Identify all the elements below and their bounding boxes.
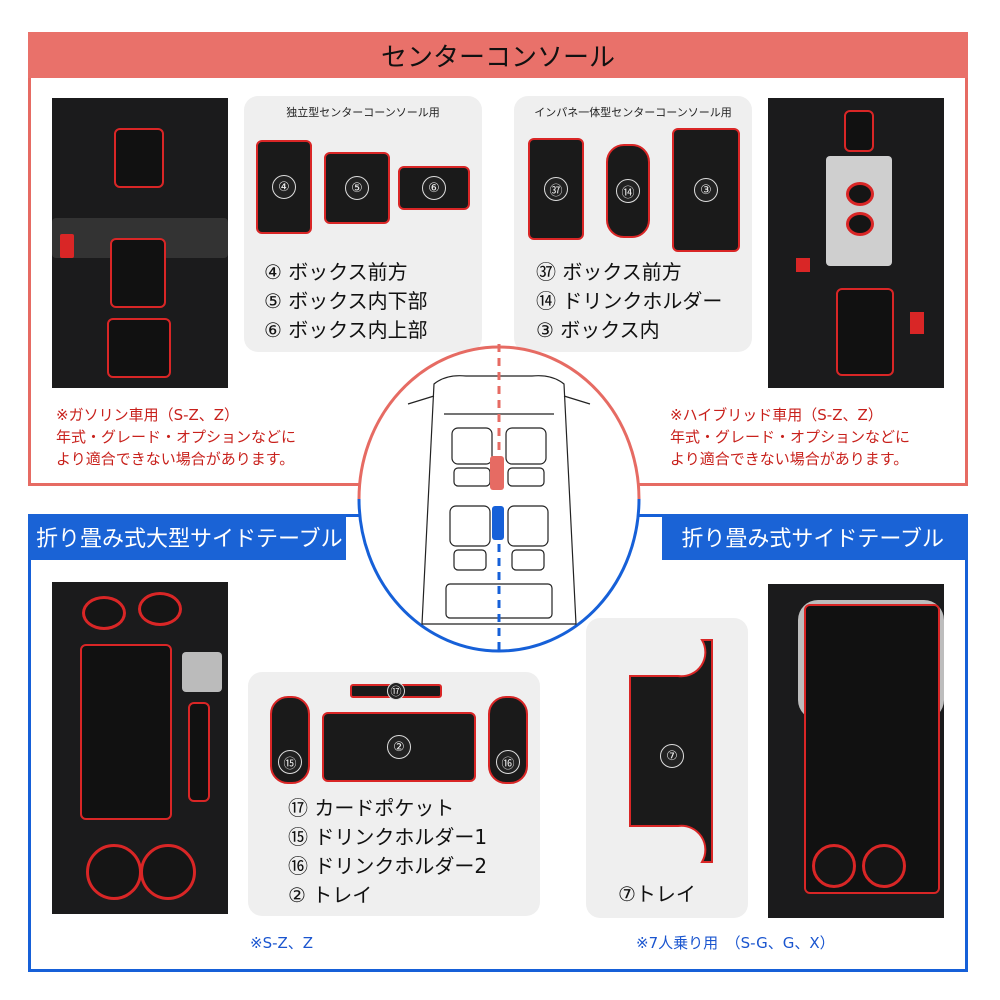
note-line: 年式・グレード・オプションなどに	[670, 428, 911, 446]
list-item: ⑥ ボックス内上部	[264, 318, 428, 342]
mat-4-number: ④	[272, 175, 296, 199]
list-item: ㊲ ボックス前方	[536, 260, 682, 284]
mat-6-number: ⑥	[422, 176, 446, 200]
mat-7-number: ⑦	[660, 744, 684, 768]
independent-console-panel-title: 独立型センターコーンソール用	[286, 106, 440, 119]
list-item: ③ ボックス内	[536, 318, 660, 342]
note-line: より適合できない場合があります。	[56, 450, 295, 468]
side-table-note: ※7人乗り用 （S-G、G、X）	[636, 934, 835, 952]
mat-17: ⑰	[350, 682, 442, 700]
side-table-title: 折り畳み式サイドテーブル	[662, 514, 968, 560]
hybrid-console-photo	[768, 98, 944, 388]
list-item: ⑯ ドリンクホルダー2	[288, 854, 488, 878]
large-side-table-title: 折り畳み式大型サイドテーブル	[28, 514, 346, 560]
integrated-console-panel-title: インパネ一体型センターコーンソール用	[534, 106, 732, 119]
car-layout-diagram	[357, 344, 641, 654]
large-side-table-note: ※S-Z、Z	[250, 934, 314, 952]
independent-console-panel: 独立型センターコーンソール用 ④ ⑤ ⑥ ④ ボックス前方 ⑤ ボックス内下部 …	[244, 96, 482, 352]
mat-2-number: ②	[387, 735, 411, 759]
list-item: ⑤ ボックス内下部	[264, 289, 428, 313]
gasoline-note: ※ガソリン車用（S-Z、Z） 年式・グレード・オプションなどに より適合できない…	[56, 404, 296, 470]
large-side-table-panel: ⑰ ⑮ ② ⑯ ⑰ カードポケット ⑮ ドリンクホルダー1 ⑯ ドリンクホルダー…	[248, 672, 540, 916]
integrated-console-item-list: ㊲ ボックス前方 ⑭ ドリンクホルダー ③ ボックス内	[536, 258, 722, 345]
note-line: ※ハイブリッド車用（S-Z、Z）	[670, 406, 883, 424]
large-side-table-photo	[52, 582, 228, 914]
large-side-table-item-list: ⑰ カードポケット ⑮ ドリンクホルダー1 ⑯ ドリンクホルダー2 ② トレイ	[288, 794, 487, 910]
note-line: ※ガソリン車用（S-Z、Z）	[56, 406, 240, 424]
gasoline-console-photo	[52, 98, 228, 388]
side-table-panel: ⑦ ⑦トレイ	[586, 618, 748, 918]
integrated-console-panel: インパネ一体型センターコーンソール用 ㊲ ⑭ ③ ㊲ ボックス前方 ⑭ ドリンク…	[514, 96, 752, 352]
list-item: ⑭ ドリンクホルダー	[536, 289, 723, 313]
side-table-item: ⑦トレイ	[618, 882, 696, 906]
list-item: ⑰ カードポケット	[288, 796, 455, 820]
mat-14: ⑭	[606, 144, 650, 238]
side-table-photo	[768, 584, 944, 918]
center-console-title: センターコンソール	[28, 32, 968, 78]
mat-4: ④	[256, 140, 312, 234]
mat-37-number: ㊲	[544, 177, 568, 201]
mat-15-number: ⑮	[278, 750, 302, 774]
note-line: 年式・グレード・オプションなどに	[56, 428, 297, 446]
mat-16: ⑯	[488, 696, 528, 784]
mat-37: ㊲	[528, 138, 584, 240]
mat-16-number: ⑯	[496, 750, 520, 774]
list-item: ② トレイ	[288, 883, 373, 907]
mat-5-number: ⑤	[345, 176, 369, 200]
list-item: ⑮ ドリンクホルダー1	[288, 825, 488, 849]
list-item: ④ ボックス前方	[264, 260, 408, 284]
mat-3-number: ③	[694, 178, 718, 202]
mat-5: ⑤	[324, 152, 390, 224]
mat-15: ⑮	[270, 696, 310, 784]
hybrid-note: ※ハイブリッド車用（S-Z、Z） 年式・グレード・オプションなどに より適合でき…	[670, 404, 910, 470]
mat-14-number: ⑭	[616, 179, 640, 203]
independent-console-item-list: ④ ボックス前方 ⑤ ボックス内下部 ⑥ ボックス内上部	[264, 258, 428, 345]
mat-2: ②	[322, 712, 476, 782]
mat-3: ③	[672, 128, 740, 252]
mat-6: ⑥	[398, 166, 470, 210]
note-line: より適合できない場合があります。	[670, 450, 909, 468]
mat-17-number: ⑰	[387, 682, 405, 700]
